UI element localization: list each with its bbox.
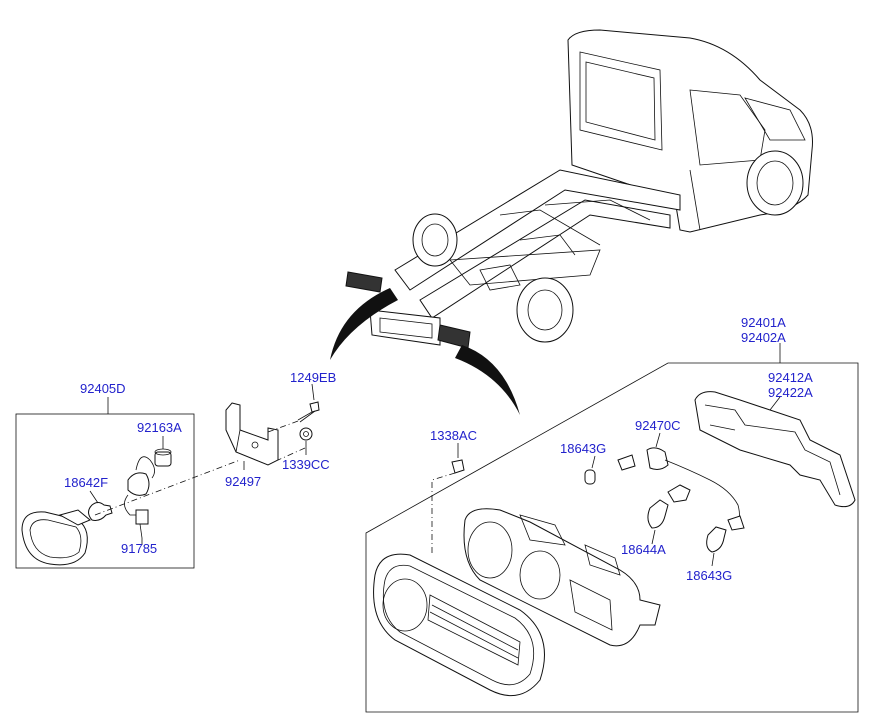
bulb-18642f [88,502,113,521]
socket-wiring-91785 [124,456,155,539]
bulb-18643g-bottom [706,526,727,553]
bulb-18643g-top [584,469,596,485]
wiring-92470c [617,447,745,531]
label-92163a[interactable]: 92163A [137,420,182,435]
label-18643g-top[interactable]: 18643G [560,441,606,456]
gasket-92412a [694,391,856,508]
screw-1249eb [297,401,320,423]
label-18643g-bottom[interactable]: 18643G [686,568,732,583]
nut-1339cc [299,427,313,441]
rear-lamp-group-box [365,362,859,713]
label-18642f[interactable]: 18642F [64,475,108,490]
label-92422a[interactable]: 92422A [768,385,813,400]
rear-lamp-housing [463,508,661,647]
label-92497[interactable]: 92497 [225,474,261,489]
cap-92163a [154,448,172,467]
label-92412a[interactable]: 92412A [768,370,813,385]
label-92405d[interactable]: 92405D [80,381,126,396]
label-1338ac[interactable]: 1338AC [430,428,477,443]
label-92402a[interactable]: 92402A [741,330,786,345]
rear-lamp-lens [373,553,545,697]
bulb-18644a [647,499,669,529]
label-1339cc[interactable]: 1339CC [282,457,330,472]
side-lamp-group-box [15,413,195,569]
label-91785[interactable]: 91785 [121,541,157,556]
truck-chassis-illustration [330,29,813,415]
label-18644a[interactable]: 18644A [621,542,666,557]
label-92470c[interactable]: 92470C [635,418,681,433]
side-marker-lamp [21,509,91,566]
nut-1338ac [451,459,465,474]
label-1249eb[interactable]: 1249EB [290,370,336,385]
bracket-92497 [225,402,279,466]
label-92401a[interactable]: 92401A [741,315,786,330]
